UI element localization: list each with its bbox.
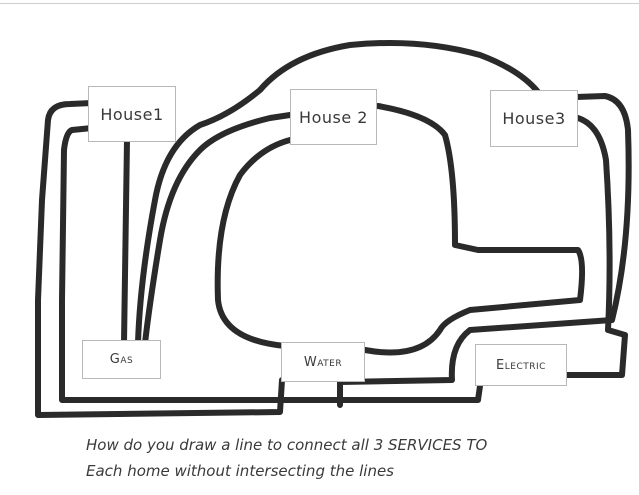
line-house1-gas	[121, 137, 130, 346]
line-house3-electric	[564, 115, 628, 378]
line-house2-gas	[142, 112, 293, 346]
line-house3-gas	[135, 40, 541, 346]
caption-line-1: How do you draw a line to connect all 3 …	[86, 436, 488, 454]
house3-box: House3	[490, 90, 578, 147]
house2-box: House 2	[290, 89, 377, 145]
house1-label: House1	[100, 104, 164, 124]
electric-box: Electric	[475, 344, 567, 386]
top-edge-line	[0, 3, 639, 4]
house1-box: House1	[88, 86, 176, 142]
line-house2-electric	[362, 103, 586, 356]
caption-line-2: Each home without intersecting the lines	[86, 462, 394, 480]
house3-label: House3	[502, 109, 566, 128]
gas-label: Gas	[109, 352, 134, 367]
line-house2-water	[214, 137, 293, 349]
line-house1-water	[35, 100, 285, 418]
line-house1-electric	[59, 125, 483, 403]
line-house3-water	[337, 93, 632, 408]
gas-box: Gas	[82, 340, 161, 379]
house2-label: House 2	[299, 107, 368, 127]
water-label: Water	[303, 354, 343, 370]
electric-label: Electric	[496, 357, 546, 373]
water-box: Water	[281, 342, 365, 382]
